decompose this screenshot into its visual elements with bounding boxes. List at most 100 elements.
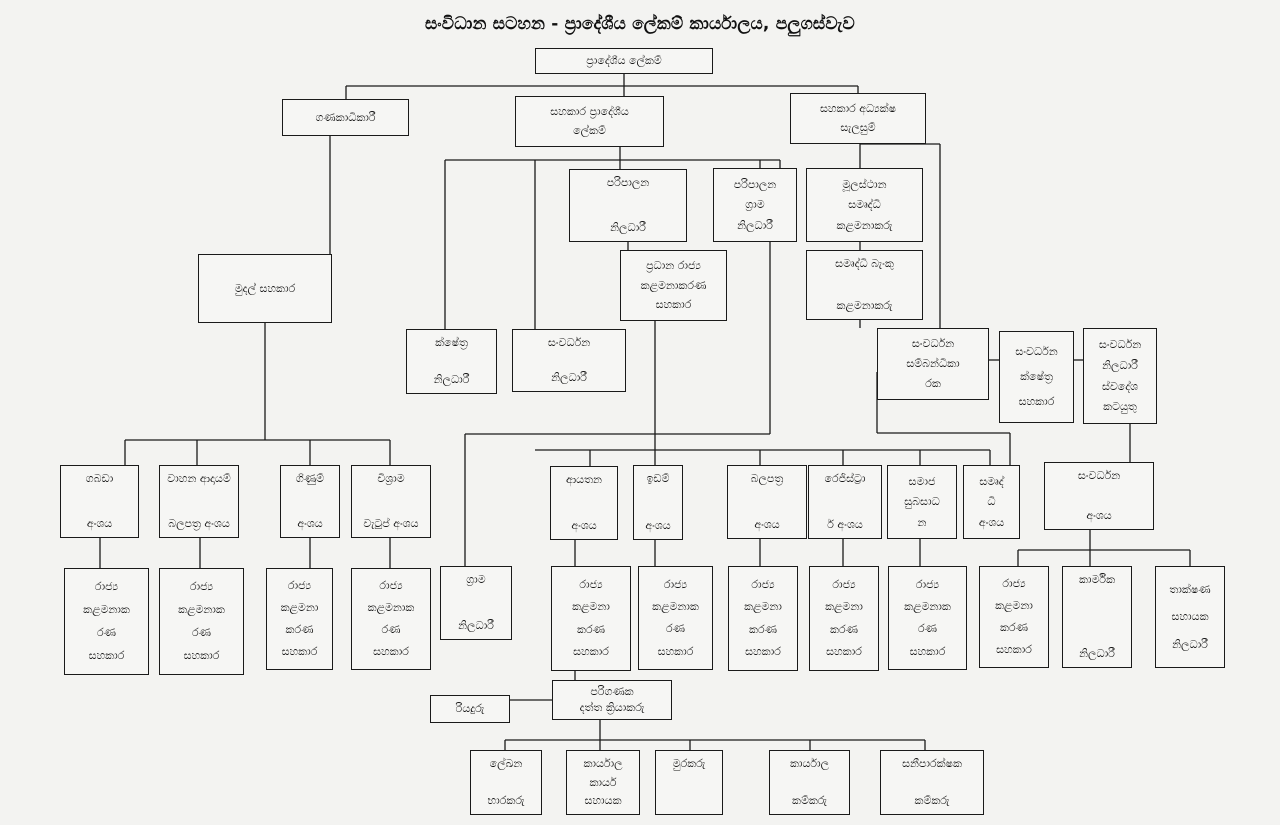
node-label: න — [917, 515, 927, 529]
node-label: කරණ — [577, 622, 605, 636]
node-driver: රියදුරු — [430, 695, 510, 723]
node-sec-vehicle: වාහන ආදායම් බලපත්‍ර අංශය — [159, 465, 239, 538]
node-label: කාර්යාල — [789, 757, 830, 770]
node-label: නිලධාරී — [433, 373, 470, 387]
node-tech-off: කාර්මික නිලධාරී — [1062, 566, 1132, 668]
node-label: ප්‍රධාන රාජ්‍ය — [646, 258, 701, 272]
node-label: සංවර්ධන — [547, 336, 591, 349]
node-label: ග්‍රාම — [466, 573, 486, 586]
node-label: කළමනාකරු — [836, 299, 893, 313]
node-cdo: පරිගණක දත්ත ක්‍රියාකරු — [552, 680, 672, 720]
node-label: රාජ්‍ය — [1002, 577, 1026, 591]
node-label: රාජ්‍ය — [663, 577, 688, 591]
node-label: ආයතන — [566, 473, 602, 486]
node-label: නිලධාරී — [1172, 637, 1208, 651]
node-label: බලපත්‍ර අංශය — [168, 517, 230, 531]
node-label: නිලධාරී — [1079, 647, 1115, 661]
node-label: නිලධාරී — [458, 619, 494, 633]
node-label: රාජ්‍ය — [579, 577, 603, 591]
node-label: සමෘද්ධි බැංකු — [835, 257, 894, 270]
node-sec-land: ඉඩම්අංශය — [633, 465, 683, 540]
node-label: කාර්මික — [1078, 573, 1116, 586]
node-label: රණ — [381, 623, 401, 637]
node-label: රාජ්‍ය — [94, 580, 119, 594]
node-label: රණ — [666, 622, 685, 636]
node-label: අංශය — [645, 519, 671, 533]
node-cma: ප්‍රධාන රාජ්‍ය කළමනාකරණ සහකාර — [620, 250, 727, 321]
node-label: කාර්ය — [589, 775, 617, 789]
node-label: සංවර්ධන — [1098, 338, 1142, 351]
node-label: කම්කරු — [914, 794, 950, 808]
node-label: නිලධාරී — [551, 371, 587, 385]
node-label: කළමනාක — [178, 603, 225, 617]
node-label: රාජ්‍ය — [832, 577, 856, 591]
node-label: ක්ෂේත්‍ර — [435, 336, 468, 349]
node-label: සමෘද්ධි — [848, 198, 881, 212]
node-label: මුරකරු — [672, 757, 706, 770]
node-label: කළමනා — [572, 600, 610, 614]
node-label: සහකාර — [826, 645, 862, 659]
node-label: සහකාර — [909, 644, 946, 658]
node-label: විශ්‍රාම — [377, 472, 405, 485]
node-label: සහකාර — [657, 644, 694, 658]
node-label: සමාජ — [908, 474, 936, 488]
node-label: කළමනාක — [83, 603, 130, 617]
node-label: ර් අංශය — [827, 518, 863, 532]
node-label: වාහන ආදායම් — [167, 472, 231, 485]
node-label: අංශය — [1086, 509, 1112, 523]
node-label: ගබඩා — [85, 472, 114, 485]
node-sec-account: ගිණුම් අංශය — [280, 465, 340, 538]
node-label: කළමනාක — [904, 599, 951, 613]
node-label: බලපත්‍ර — [750, 472, 784, 485]
node-label: කළමනාකරණ — [640, 278, 707, 292]
node-label: රාජ්‍ය — [751, 577, 775, 591]
node-label: සංවර්ධන — [911, 337, 955, 351]
node-label: පරිපාලන — [733, 177, 777, 191]
node-label: කරණ — [285, 623, 314, 637]
node-fa: මුදල් සහකාර — [198, 254, 332, 323]
node-label: පරිගණක — [590, 685, 634, 699]
node-label: සහකාර — [281, 645, 318, 658]
node-label: සංවර්ධන — [1015, 345, 1058, 359]
node-label: තාක්ෂණ — [1169, 582, 1211, 596]
node-label: නිලධාරී — [737, 218, 773, 232]
node-label: දත්ත ක්‍රියාකරු — [579, 701, 645, 715]
node-label: අංශය — [978, 515, 1005, 529]
node-acc: ගණකාධිකාරී — [282, 99, 409, 136]
node-label: නිලධාරී — [610, 221, 646, 235]
node-label: කාර්යාල — [583, 757, 623, 771]
node-label: රාජ්‍ය — [189, 580, 214, 594]
node-label: රක — [925, 377, 941, 391]
node-label: කළමනා — [825, 600, 863, 614]
node-label: රියදුරු — [455, 702, 485, 716]
node-label: සහායක — [1171, 610, 1209, 624]
node-label: කළමනාක — [367, 601, 415, 615]
node-label: කම්කරු — [792, 794, 827, 808]
node-label: ග්‍රාම — [745, 198, 765, 212]
node-label: ගිණුම් — [295, 472, 325, 485]
node-ds: ප්‍රාදේශීය ලේකම් — [535, 48, 713, 74]
node-label: අංශය — [297, 517, 323, 531]
node-label: ප්‍රාදේශීය ලේකම් — [586, 54, 662, 68]
node-sec-store: ගබඩාඅංශය — [60, 465, 139, 538]
node-label: සහකාර — [655, 298, 692, 312]
node-fo: ක්ෂේත්‍ර නිලධාරී — [406, 329, 497, 394]
node-tech-asst: තාක්ෂණ සහායක නිලධාරී — [1155, 566, 1225, 668]
